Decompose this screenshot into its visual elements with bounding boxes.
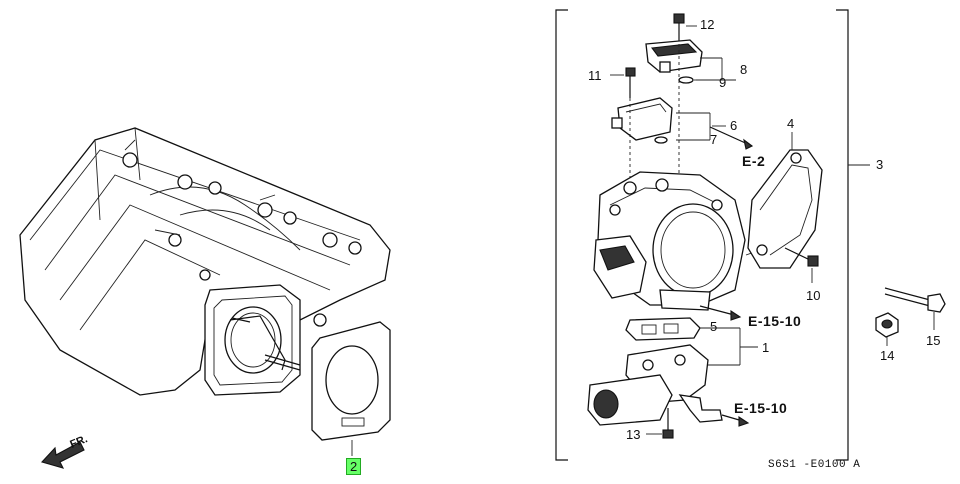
map-sensor <box>645 39 736 81</box>
callout-6[interactable]: 6 <box>730 118 738 133</box>
assembly-frame <box>555 9 870 461</box>
arrow-to-e1510-upper <box>699 305 742 321</box>
callout-9[interactable]: 9 <box>719 75 727 90</box>
callout-12[interactable]: 12 <box>700 17 715 32</box>
callout-7[interactable]: 7 <box>710 132 718 147</box>
callout-1[interactable]: 1 <box>762 340 770 355</box>
throttle-body <box>593 171 761 311</box>
reference-e1510-lower[interactable]: E-15-10 <box>734 400 788 416</box>
bolt-15 <box>884 287 946 330</box>
washer-7 <box>654 136 668 144</box>
bolt-12 <box>673 13 697 42</box>
callout-5[interactable]: 5 <box>710 319 718 334</box>
callout-3[interactable]: 3 <box>876 157 884 172</box>
sensor-6 <box>611 97 754 150</box>
bolt-10 <box>784 247 819 283</box>
callout-8[interactable]: 8 <box>740 62 748 77</box>
callout-11[interactable]: 11 <box>588 68 602 83</box>
manifold-flange <box>204 284 301 396</box>
front-arrow-icon <box>40 441 85 469</box>
o-ring-9 <box>678 76 700 84</box>
callout-13[interactable]: 13 <box>626 427 641 442</box>
diagram-code: S6S1 -E0100 A <box>768 459 861 471</box>
callout-10[interactable]: 10 <box>806 288 821 303</box>
nut-14 <box>875 312 899 346</box>
screw-13 <box>646 408 674 439</box>
callout-14[interactable]: 14 <box>880 348 895 363</box>
callout-2[interactable]: 2 <box>346 458 362 475</box>
callout-4[interactable]: 4 <box>787 116 795 131</box>
reference-e2[interactable]: E-2 <box>742 153 766 169</box>
iac-valve <box>587 344 750 427</box>
callout-15[interactable]: 15 <box>926 333 941 348</box>
intake-manifold <box>19 127 391 396</box>
assembly-guides <box>629 44 680 185</box>
reference-e1510-upper[interactable]: E-15-10 <box>748 313 802 329</box>
screw-11 <box>610 67 636 98</box>
gasket <box>311 321 391 456</box>
bracket-4 <box>747 132 823 269</box>
